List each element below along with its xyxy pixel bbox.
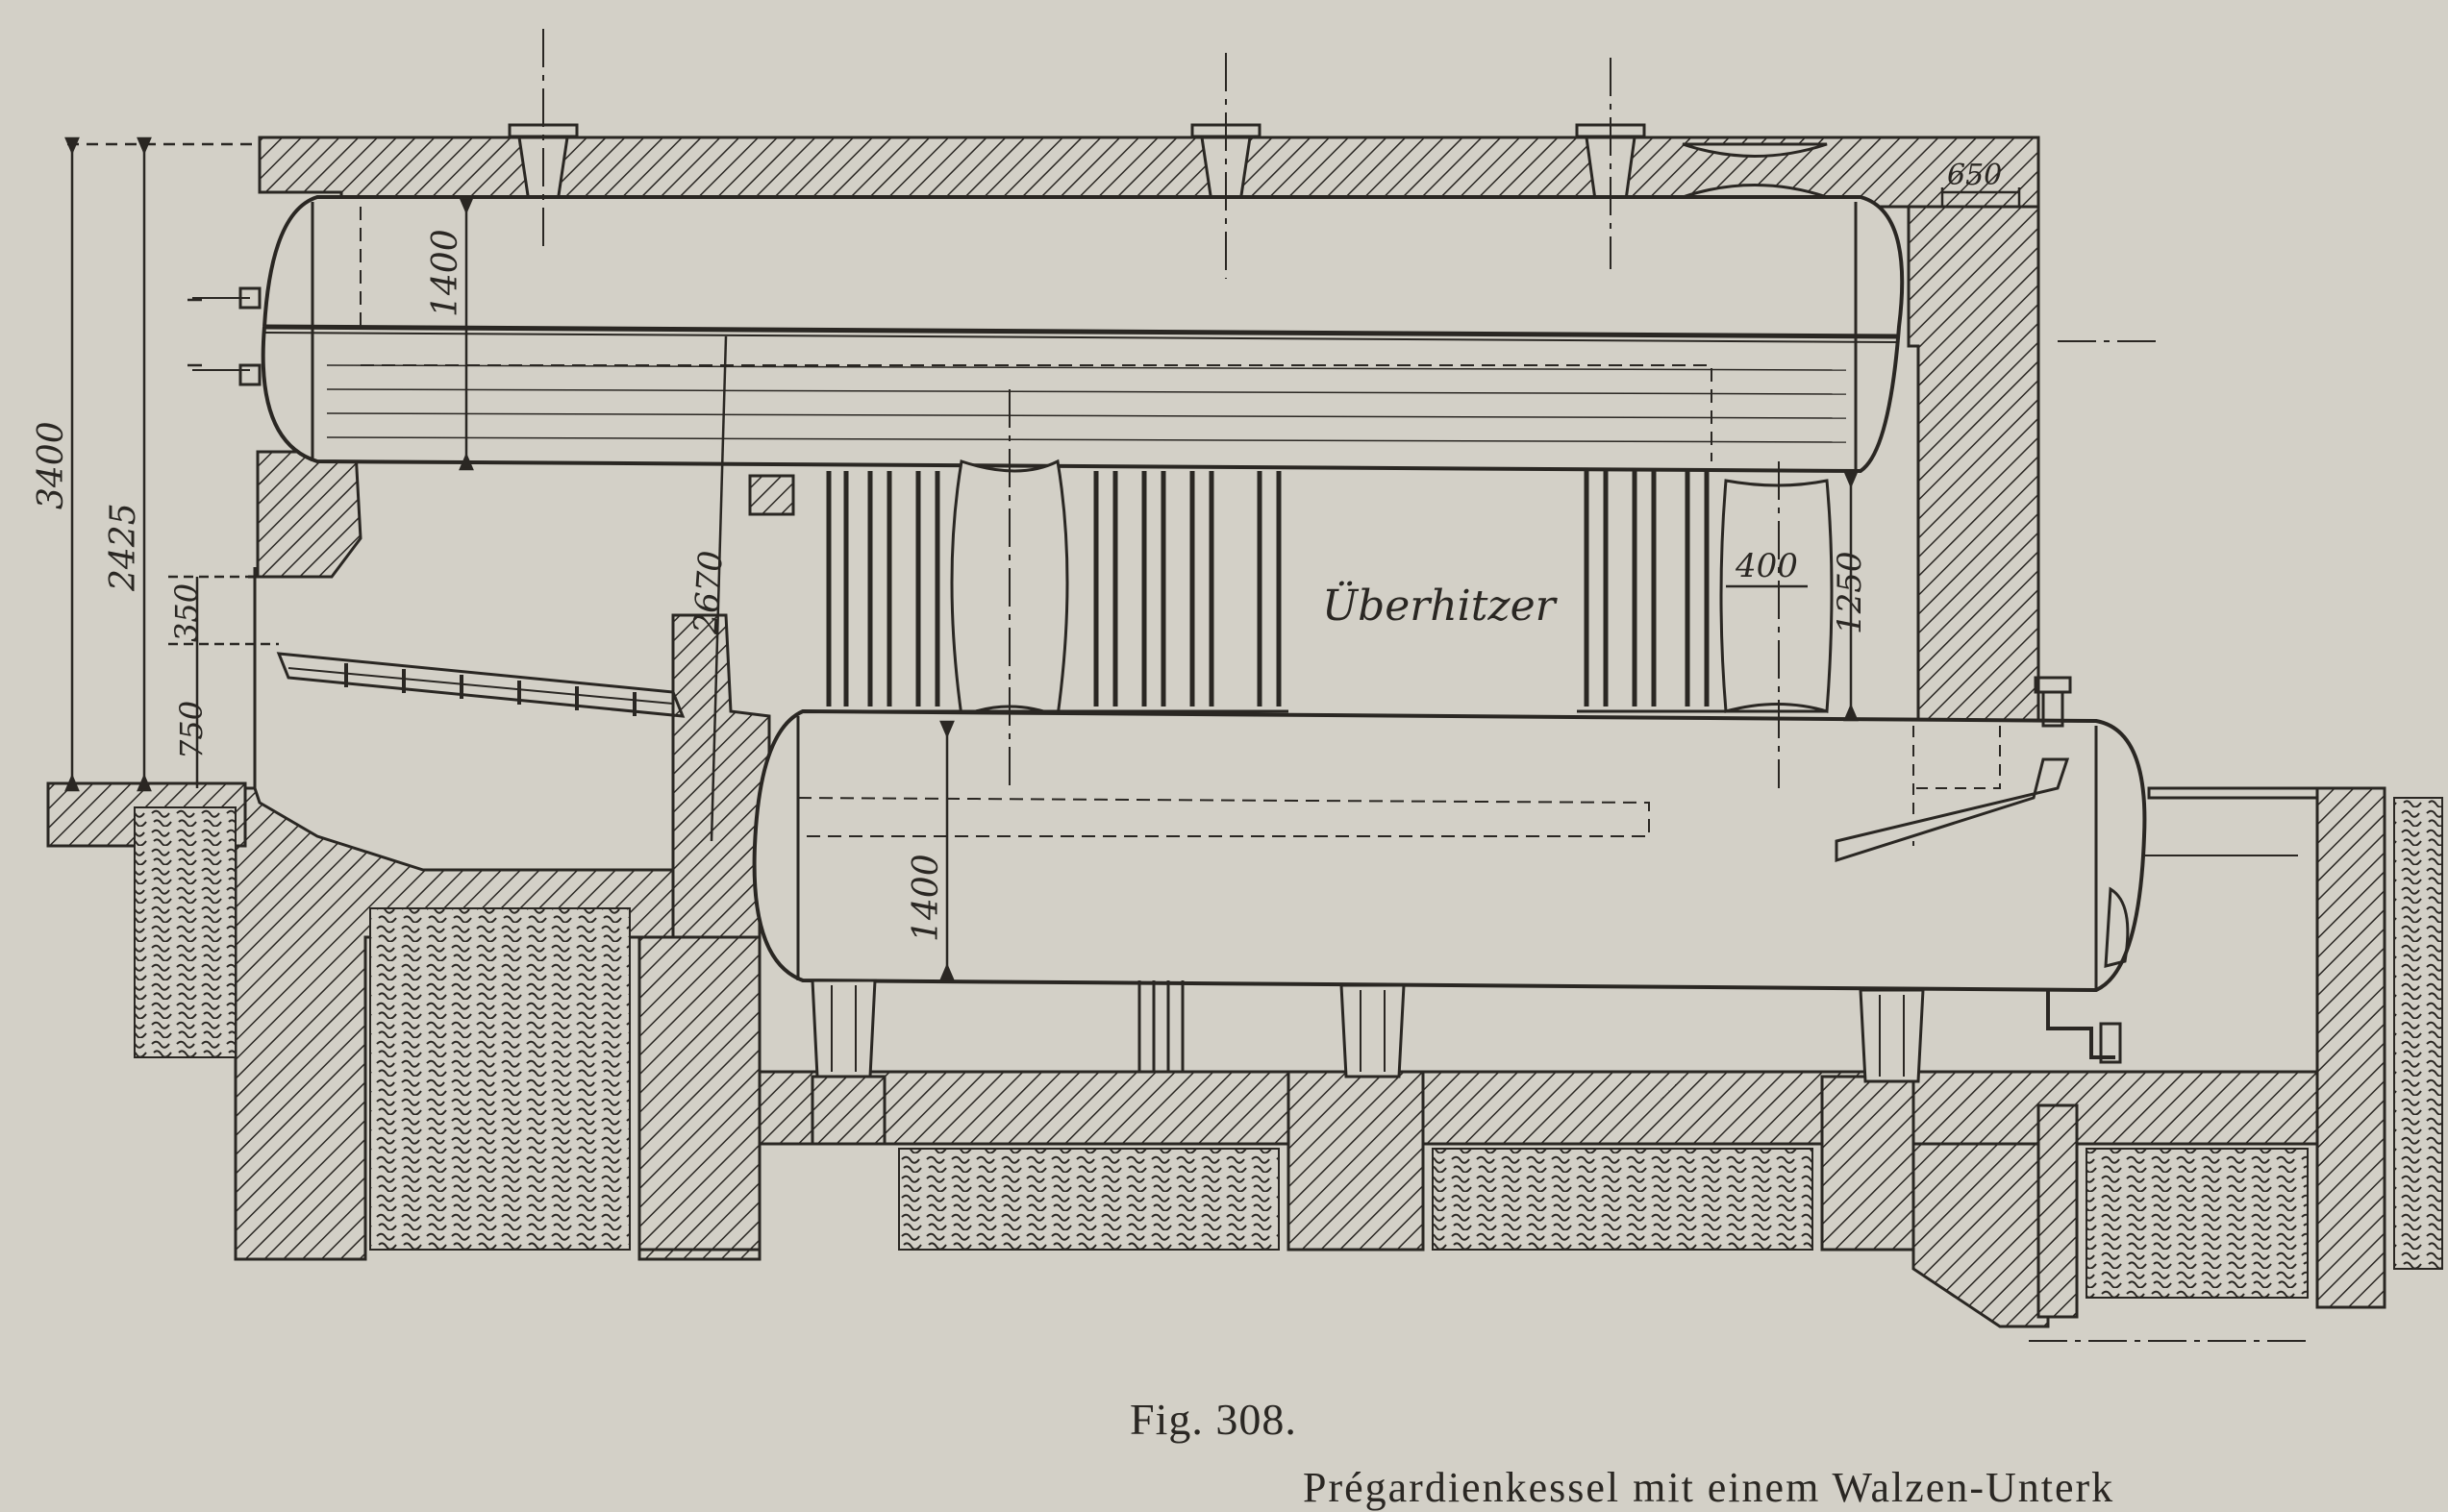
drum-distance-label: 2670 — [687, 550, 731, 636]
soil-pockets — [134, 797, 2443, 1299]
figure-subcaption: Prégardienkessel mit einem Walzen-Unterk — [1303, 1464, 2115, 1511]
dimension-lines — [64, 136, 2021, 981]
lower-drum-diameter-label: 1400 — [907, 854, 946, 942]
upper-drum-diameter-label: 1400 — [426, 229, 465, 317]
tube-width-label: 400 — [1735, 547, 1798, 585]
grate — [248, 567, 686, 788]
grate-step-label: 350 — [168, 583, 205, 642]
upper-drum — [192, 195, 1905, 474]
roof-nozzles — [508, 123, 1828, 209]
tube-height-label: 1250 — [1831, 551, 1869, 634]
centre-lines — [542, 29, 2308, 1342]
superheater-tubes — [748, 459, 1834, 719]
lower-drum — [752, 676, 2319, 1083]
superheater-label: Überhitzer — [1322, 580, 1559, 631]
grate-height-label: 750 — [173, 701, 210, 759]
wall-thickness-label: 650 — [1947, 159, 2002, 192]
total-height-label: 3400 — [32, 421, 71, 509]
figure-caption: Fig. 308. — [1130, 1395, 1297, 1444]
height-to-upper-drum-label: 2425 — [104, 503, 143, 592]
